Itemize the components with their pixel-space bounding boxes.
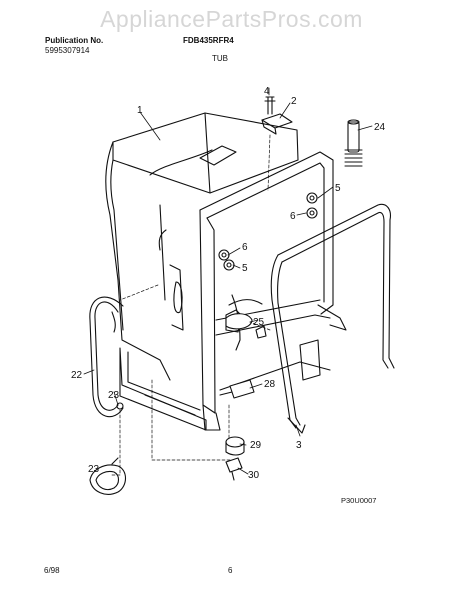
callout-washer-lower: 6 — [242, 242, 248, 253]
hinge-arm — [270, 203, 395, 434]
callout-float-stem: 30 — [248, 470, 260, 481]
figure-code: P30U0007 — [341, 496, 376, 505]
switch — [219, 379, 255, 399]
callout-washer-upper: 6 — [290, 211, 296, 222]
leader-lines — [83, 87, 373, 475]
tub-outline — [105, 112, 299, 381]
callout-tub: 1 — [137, 105, 143, 116]
front-frame — [199, 151, 347, 431]
callout-clamp: 23 — [108, 390, 120, 401]
callout-drain-hose: 22 — [71, 370, 83, 381]
pump-cap — [225, 313, 267, 339]
drain-hose — [89, 296, 124, 418]
callout-vent-hose: 24 — [374, 122, 386, 133]
vent-hose — [344, 119, 363, 167]
callout-bracket: 2 — [291, 96, 297, 107]
callout-nut-lower: 5 — [242, 263, 248, 274]
footer-date: 6/98 — [44, 566, 60, 575]
footer-page-number: 6 — [228, 566, 233, 575]
callout-float: 29 — [250, 440, 262, 451]
float-assembly — [225, 436, 245, 481]
callout-hinge-arm: 3 — [296, 440, 302, 451]
watermark: AppliancePartsPros.com — [100, 6, 363, 32]
callout-switch: 28 — [264, 379, 276, 390]
clamp-detail — [89, 457, 127, 495]
fasteners — [218, 192, 318, 271]
publication-number: 5995307914 — [45, 46, 90, 55]
callout-screw: 4 — [264, 86, 270, 97]
front-rail — [119, 347, 207, 431]
bracket-and-screw — [261, 96, 293, 135]
callout-labels: 1 2 4 24 5 6 6 5 25 28 22 23 3 29 30 23 … — [71, 86, 386, 505]
publication-label: Publication No. — [45, 36, 104, 45]
section-title: TUB — [212, 54, 228, 63]
callout-nut-upper: 5 — [335, 183, 341, 194]
model-number: FDB435RFR4 — [183, 36, 234, 45]
callout-clamp-detail: 23 — [88, 464, 100, 475]
dashed-guide-lines — [109, 134, 271, 476]
callout-pump-cap: 25 — [253, 317, 265, 328]
